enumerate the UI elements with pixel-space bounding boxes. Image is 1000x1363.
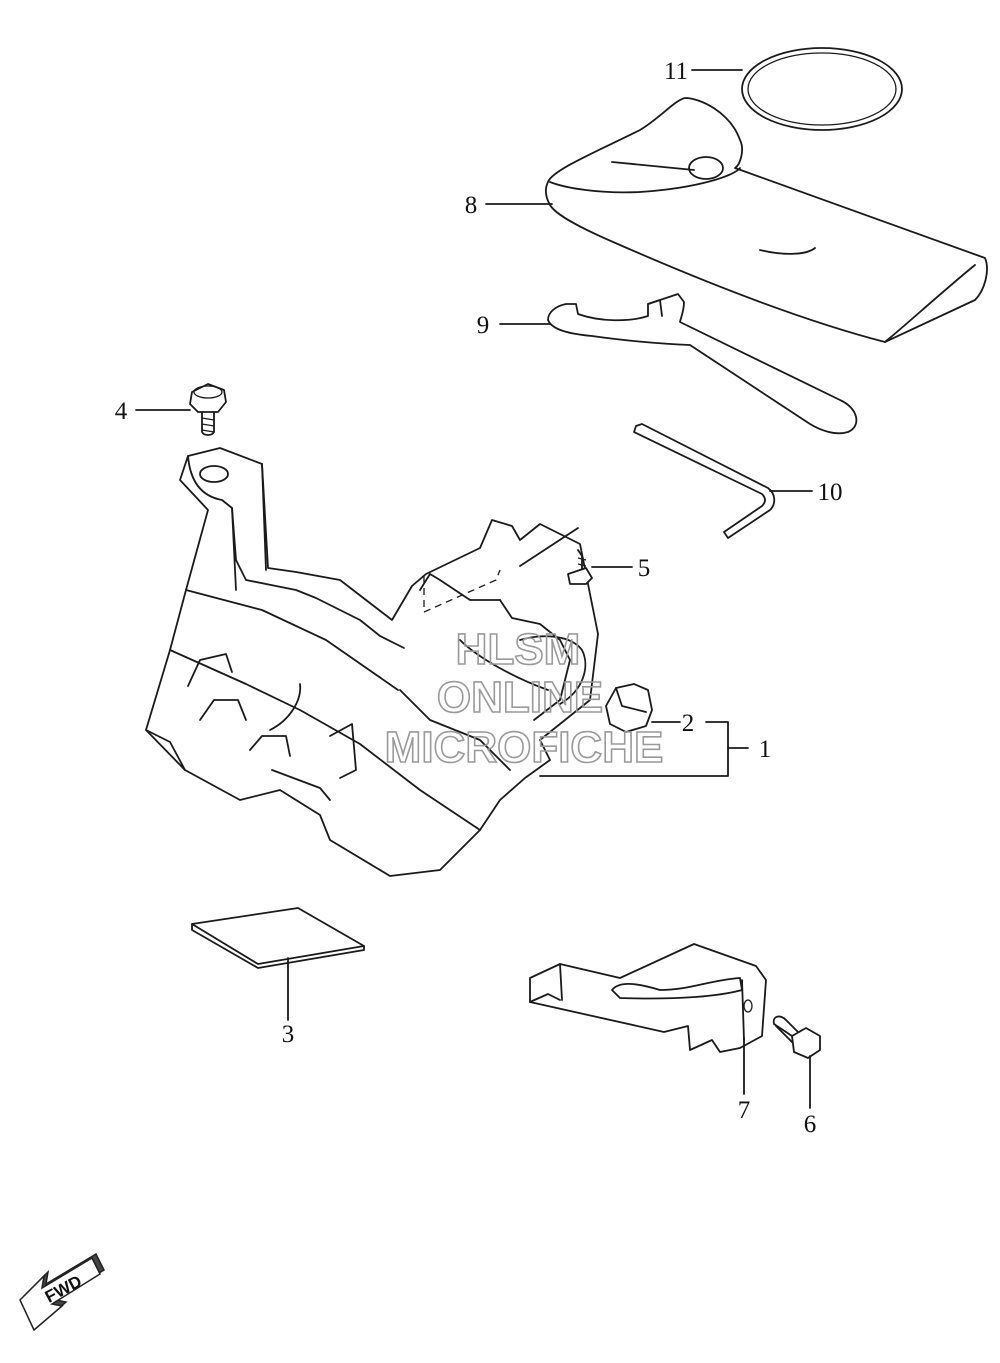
- callout-7: 7: [738, 1097, 751, 1124]
- callout-3: 3: [282, 1021, 295, 1048]
- part-5-screw: [567, 549, 593, 585]
- part-6-bolt: [772, 1015, 821, 1059]
- part-10-hex-key: [633, 423, 776, 539]
- callout-1: 1: [759, 736, 772, 763]
- callout-10: 10: [818, 479, 843, 506]
- fwd-arrow-icon: FWD: [19, 1252, 105, 1332]
- callout-2: 2: [682, 710, 695, 737]
- part-9-wrench: [547, 293, 858, 435]
- leader-lines: [135, 69, 813, 1109]
- callout-8: 8: [465, 192, 478, 219]
- part-3-pad-sheet: [191, 907, 365, 969]
- callout-labels: 11 8 9 4 10 5 2 1 3 7 6: [115, 58, 843, 1138]
- callout-4: 4: [115, 398, 128, 425]
- part-4-bolt: [189, 383, 227, 436]
- part-7-bracket: [529, 943, 767, 1053]
- part-2-cushion: [605, 683, 653, 733]
- callout-6: 6: [804, 1111, 817, 1138]
- watermark-line-2: ONLINE: [437, 673, 603, 722]
- watermark-line-1: HLSM: [456, 625, 581, 674]
- callout-11: 11: [664, 58, 688, 85]
- callout-5: 5: [638, 555, 651, 582]
- part-8-tool-bag: [545, 97, 988, 343]
- part-1-battery-box: [145, 447, 599, 877]
- part-11-o-ring: [741, 47, 903, 131]
- watermark-line-3: MICROFICHE: [385, 723, 664, 772]
- watermark: HLSM ONLINE MICROFICHE: [384, 624, 664, 773]
- callout-9: 9: [477, 312, 490, 339]
